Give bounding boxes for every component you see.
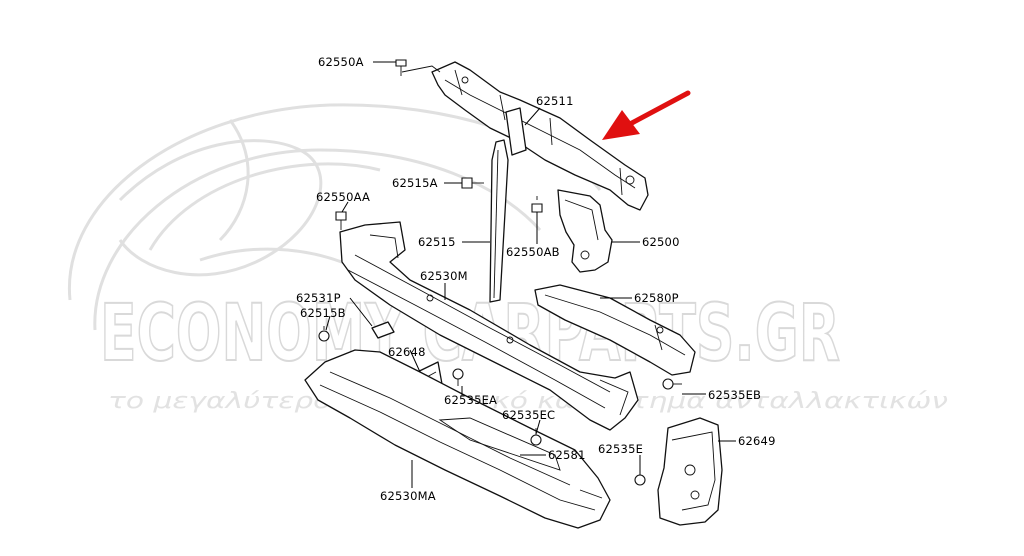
label-62535EB: 62535EB xyxy=(708,388,761,402)
label-62531P: 62531P xyxy=(296,291,341,305)
label-62580P: 62580P xyxy=(634,291,679,305)
label-62535EA: 62535EA xyxy=(444,393,497,407)
label-62535EC: 62535EC xyxy=(502,408,555,422)
label-62581: 62581 xyxy=(548,448,586,462)
clip-62535EC xyxy=(530,428,542,446)
bolt-62515B xyxy=(318,326,330,342)
label-62550AA: 62550AA xyxy=(316,190,370,204)
label-62530M: 62530M xyxy=(420,269,468,283)
label-62515B: 62515B xyxy=(300,306,346,320)
label-62500: 62500 xyxy=(642,235,680,249)
part-upper-support-62511 xyxy=(401,61,649,211)
label-62535E: 62535E xyxy=(598,442,643,456)
leader-lines xyxy=(325,61,736,488)
part-lower-reinforcement-62530MA xyxy=(304,349,611,529)
watermark: ECONOMY CARPARTS.GR το μεγαλύτερο ηλεκτρ… xyxy=(67,103,948,414)
bolts xyxy=(318,59,682,486)
bolt-62550AB xyxy=(531,196,543,213)
bolt-62550AA xyxy=(335,211,347,230)
part-labels: 62550A 62511 62515A 62550AA 62515 62550A… xyxy=(296,55,776,503)
bolt-62515A xyxy=(461,177,484,189)
part-patch-62531P xyxy=(371,321,395,339)
watermark-tagline-text: το μεγαλύτερο ηλεκτρονικό κατάστημα αντα… xyxy=(108,389,948,414)
part-stay-62515 xyxy=(489,107,527,303)
bolt-62550A xyxy=(395,59,407,76)
part-bracket-62500 xyxy=(557,189,613,273)
label-62515A: 62515A xyxy=(392,176,438,190)
clip-62535EB xyxy=(662,378,682,390)
part-bracket-62649 xyxy=(657,417,723,526)
label-62648: 62648 xyxy=(388,345,426,359)
label-62550AB: 62550AB xyxy=(506,245,560,259)
label-62530MA: 62530MA xyxy=(380,489,436,503)
red-arrow-icon xyxy=(602,90,691,140)
label-62649: 62649 xyxy=(738,434,776,448)
label-62515: 62515 xyxy=(418,235,456,249)
label-62550A: 62550A xyxy=(318,55,364,69)
part-reinforcement-62530M xyxy=(339,221,639,431)
clip-62535EA xyxy=(452,368,464,386)
label-62511: 62511 xyxy=(536,94,574,108)
